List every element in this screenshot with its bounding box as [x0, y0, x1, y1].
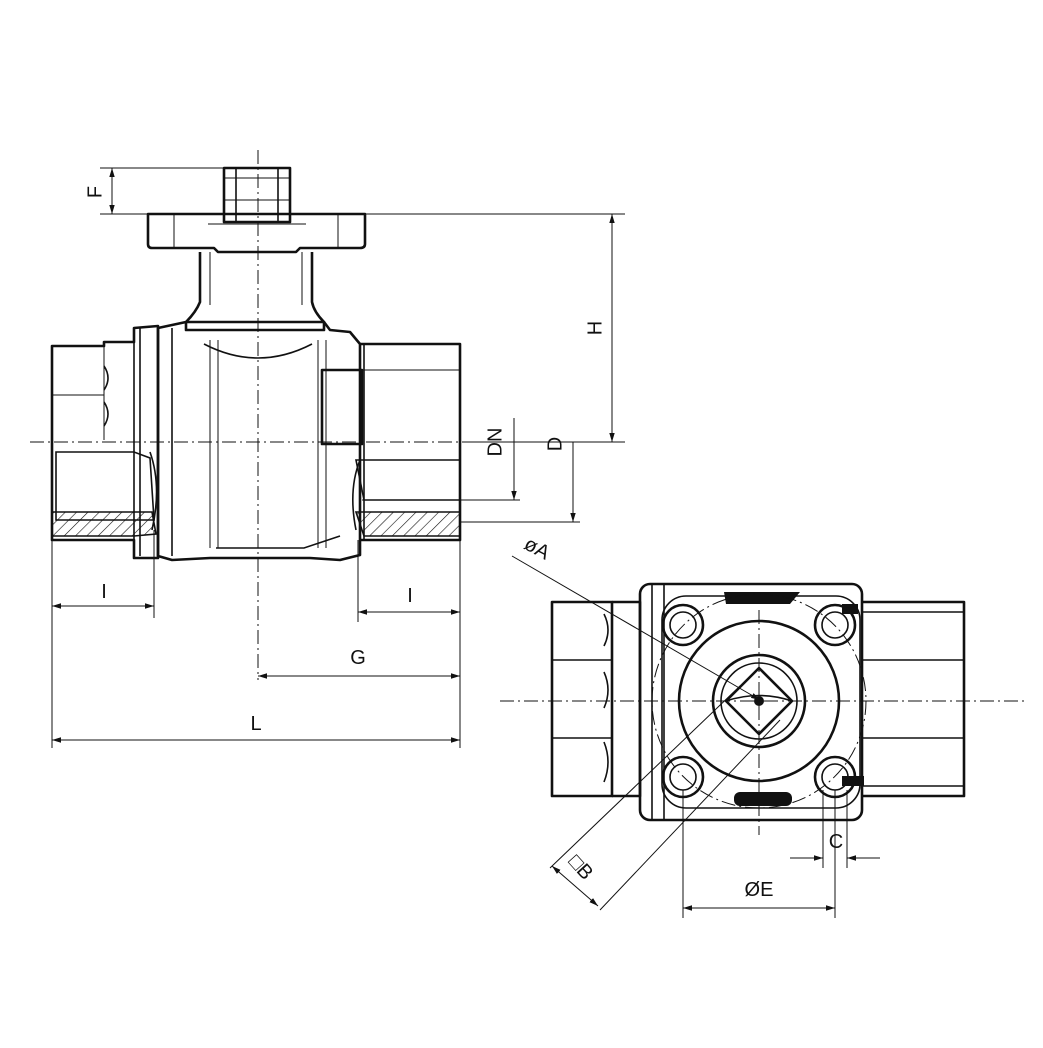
- dimension-H-label: H: [584, 321, 606, 335]
- right-end-connector: [320, 342, 462, 542]
- top-left-end: [550, 600, 642, 798]
- dimension-L: L: [52, 713, 460, 743]
- dimension-D: D: [460, 437, 580, 523]
- dimension-C: C: [790, 790, 880, 868]
- dimension-B-label: □B: [564, 851, 597, 885]
- dimension-I-right-label: I: [407, 585, 413, 607]
- dimension-G: G: [258, 647, 460, 679]
- dimension-G-label: G: [350, 647, 366, 669]
- top-right-end: [862, 600, 966, 798]
- dimension-A: øA: [511, 533, 761, 701]
- dimension-L-label: L: [250, 713, 261, 735]
- dimension-F-label: F: [84, 186, 106, 198]
- dimension-D-label: D: [544, 437, 566, 451]
- dimension-E: ØE: [682, 790, 836, 918]
- dimension-E-label: ØE: [745, 879, 774, 901]
- mounting-flange: [146, 212, 367, 254]
- top-view: [550, 582, 966, 822]
- side-view: [50, 166, 462, 562]
- dimension-C-label: C: [829, 831, 843, 853]
- dimension-I-right: I: [357, 540, 461, 748]
- dimension-I-left: I: [51, 530, 155, 748]
- valve-neck: [184, 252, 326, 332]
- stem-nut: [222, 166, 292, 224]
- dimension-DN: DN: [362, 418, 520, 501]
- dimension-I-left-label: I: [101, 581, 107, 603]
- dimension-A-label: øA: [520, 533, 553, 565]
- valve-body: [156, 320, 362, 562]
- dimension-F: F: [84, 167, 224, 215]
- dimension-H: H: [365, 213, 625, 443]
- embossed-marks: [724, 592, 864, 806]
- dimension-DN-label: DN: [484, 428, 506, 457]
